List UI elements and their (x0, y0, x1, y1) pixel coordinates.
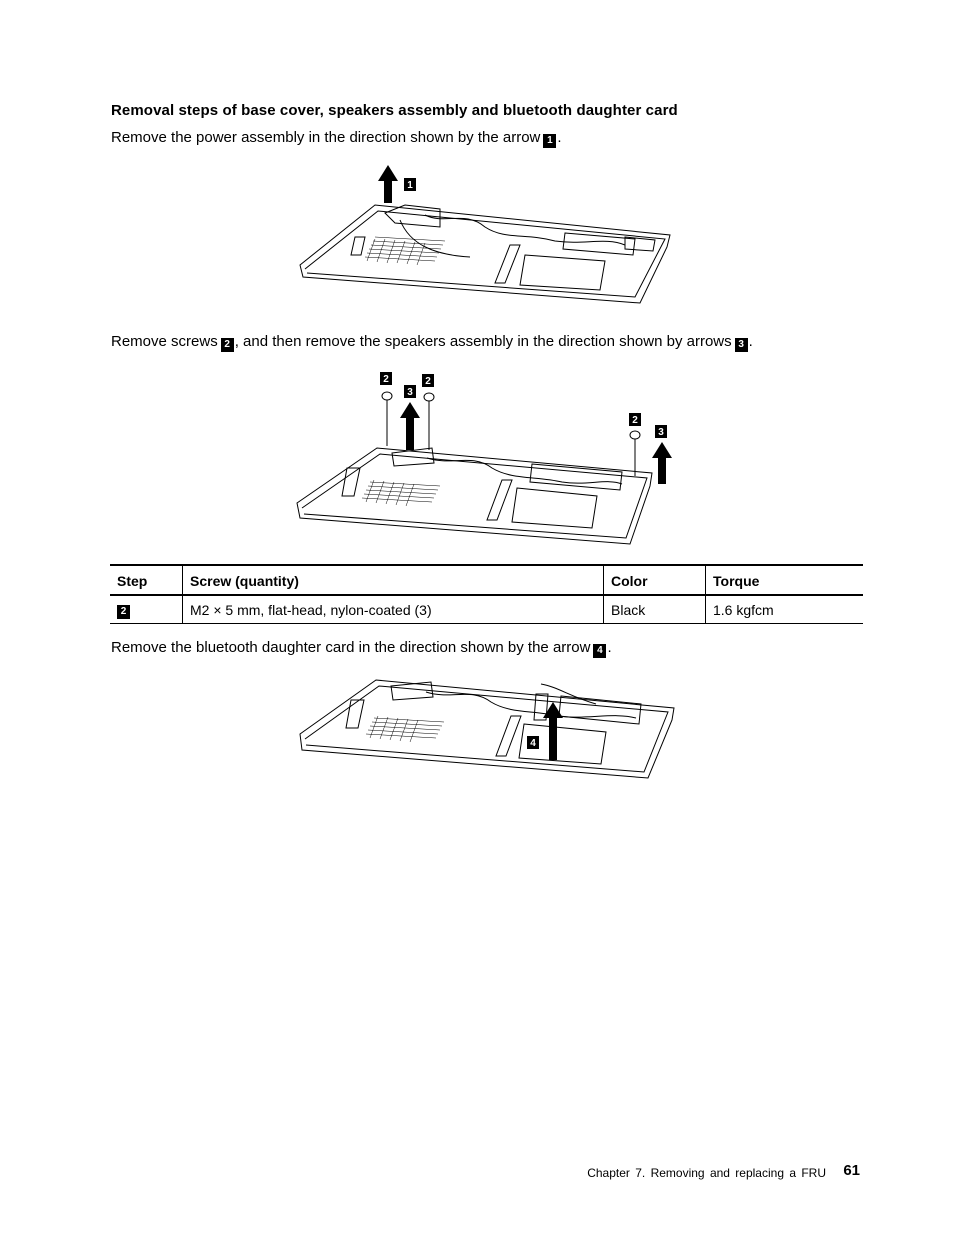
footer-chapter: Chapter 7. Removing and replacing a FRU (587, 1166, 826, 1180)
cell-torque: 1.6 kgfcm (705, 595, 863, 624)
arrow-1 (378, 165, 398, 203)
col-torque: Torque (705, 564, 863, 596)
step-speakers-period: . (748, 333, 753, 350)
col-color: Color (603, 564, 706, 596)
col-step: Step (110, 564, 183, 596)
power-assembly-figure: 1 (299, 165, 671, 304)
cell-color: Black (603, 595, 706, 624)
callout-1: 1 (407, 180, 413, 191)
step-bluetooth-before: Remove the bluetooth daughter card in th… (111, 639, 591, 656)
step-badge-1: 1 (543, 134, 557, 148)
step-bluetooth-text: Remove the bluetooth daughter card in th… (111, 639, 612, 658)
page-number: 61 (843, 1162, 860, 1179)
callout-2c: 2 (632, 415, 638, 426)
bluetooth-card-figure: 4 (299, 679, 675, 779)
table-header-row: Step Screw (quantity) Color Torque (110, 564, 863, 596)
arrow-3b (652, 442, 672, 484)
col-screw: Screw (quantity) (182, 564, 604, 596)
step-power-text: Remove the power assembly in the directi… (111, 129, 562, 148)
section-heading: Removal steps of base cover, speakers as… (111, 102, 678, 119)
callout-2a: 2 (383, 374, 389, 385)
step-bluetooth-period: . (607, 639, 612, 656)
step-power-text-before: Remove the power assembly in the directi… (111, 129, 541, 146)
screw-spec-table: Step Screw (quantity) Color Torque 2 M2 … (110, 564, 863, 624)
step-badge-table: 2 (117, 605, 130, 619)
callout-2b: 2 (425, 376, 431, 387)
step-badge-4: 4 (593, 644, 607, 658)
step-badge-2: 2 (220, 338, 234, 352)
arrow-4 (543, 702, 563, 760)
arrow-3a (400, 402, 420, 450)
table-row: 2 M2 × 5 mm, flat-head, nylon-coated (3)… (110, 595, 863, 624)
cell-step: 2 (110, 595, 183, 624)
callout-3b: 3 (658, 427, 664, 438)
callout-4: 4 (530, 738, 536, 749)
step-badge-3: 3 (734, 338, 748, 352)
step-speakers-mid: , and then remove the speakers assembly … (234, 333, 732, 350)
step-speakers-before: Remove screws (111, 333, 218, 350)
step-power-period: . (557, 129, 562, 146)
speakers-assembly-figure: 2 3 2 2 3 (296, 372, 672, 545)
screw-icons (381, 391, 641, 476)
callout-3a: 3 (407, 387, 413, 398)
cell-screw: M2 × 5 mm, flat-head, nylon-coated (3) (182, 595, 604, 624)
